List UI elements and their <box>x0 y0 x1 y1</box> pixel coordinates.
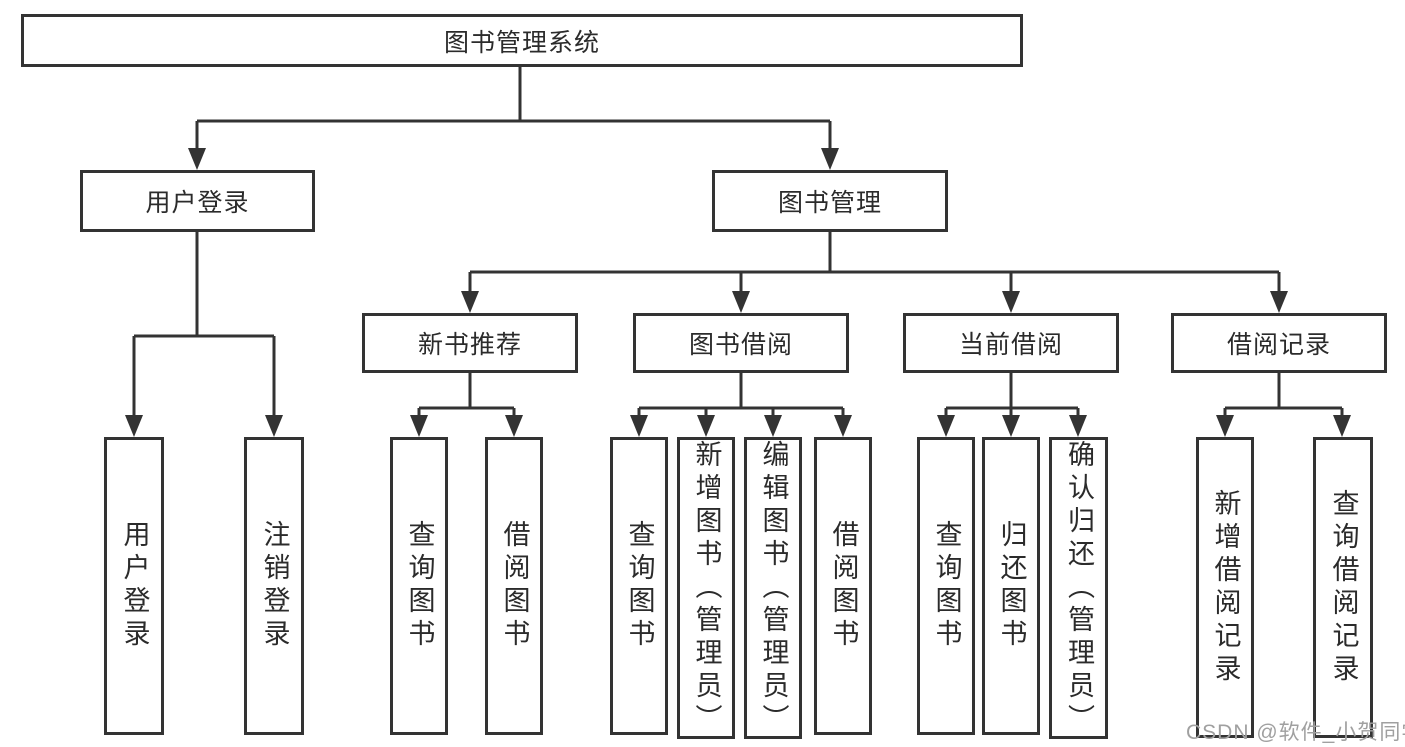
node-current-query-books: 查询图书 <box>917 437 975 735</box>
arrow-icon <box>732 291 750 313</box>
arrow-icon <box>1002 415 1020 437</box>
node-records-query-borrow-record: 查询借阅记录 <box>1313 437 1373 738</box>
arrow-icon <box>630 415 648 437</box>
arrow-icon <box>1069 415 1087 437</box>
node-new-book-recommendation: 新书推荐 <box>362 313 578 373</box>
arrow-icon <box>1270 291 1288 313</box>
arrow-icon <box>461 291 479 313</box>
node-recommend-query-books: 查询图书 <box>390 437 448 735</box>
watermark: CSDN @软件_小贺同学 <box>1186 721 1405 744</box>
connector-lines <box>132 67 1344 418</box>
node-current-borrowing: 当前借阅 <box>903 313 1119 373</box>
node-user-login: 用户登录 <box>80 170 315 232</box>
node-recommend-borrow-books: 借阅图书 <box>485 437 543 735</box>
node-login-user-login: 用户登录 <box>104 437 164 735</box>
node-book-borrowing: 图书借阅 <box>633 313 849 373</box>
node-current-confirm-return-admin: 确认归还（管理员） <box>1049 437 1108 739</box>
arrow-icon <box>764 415 782 437</box>
node-current-return-books: 归还图书 <box>982 437 1040 735</box>
node-library-management-system: 图书管理系统 <box>21 14 1023 67</box>
node-login-logout: 注销登录 <box>244 437 304 735</box>
arrow-icon <box>125 415 143 437</box>
arrow-icon <box>834 415 852 437</box>
arrow-icon <box>1002 291 1020 313</box>
arrow-icon <box>1216 415 1234 437</box>
arrow-icon <box>821 148 839 170</box>
arrow-icon <box>697 415 715 437</box>
node-borrowing-records: 借阅记录 <box>1171 313 1387 373</box>
node-records-add-borrow-record: 新增借阅记录 <box>1196 437 1254 738</box>
node-borrowing-query-books: 查询图书 <box>610 437 668 735</box>
node-borrowing-add-books-admin: 新增图书（管理员） <box>677 437 735 739</box>
arrow-icon <box>1333 415 1351 437</box>
arrow-icon <box>937 415 955 437</box>
arrow-icon <box>410 415 428 437</box>
node-book-management: 图书管理 <box>712 170 948 232</box>
arrow-icon <box>505 415 523 437</box>
node-borrowing-borrow-books: 借阅图书 <box>814 437 872 735</box>
arrow-icon <box>188 148 206 170</box>
arrow-icon <box>265 415 283 437</box>
arrowheads <box>125 148 1351 437</box>
node-borrowing-edit-books-admin: 编辑图书（管理员） <box>744 437 802 739</box>
